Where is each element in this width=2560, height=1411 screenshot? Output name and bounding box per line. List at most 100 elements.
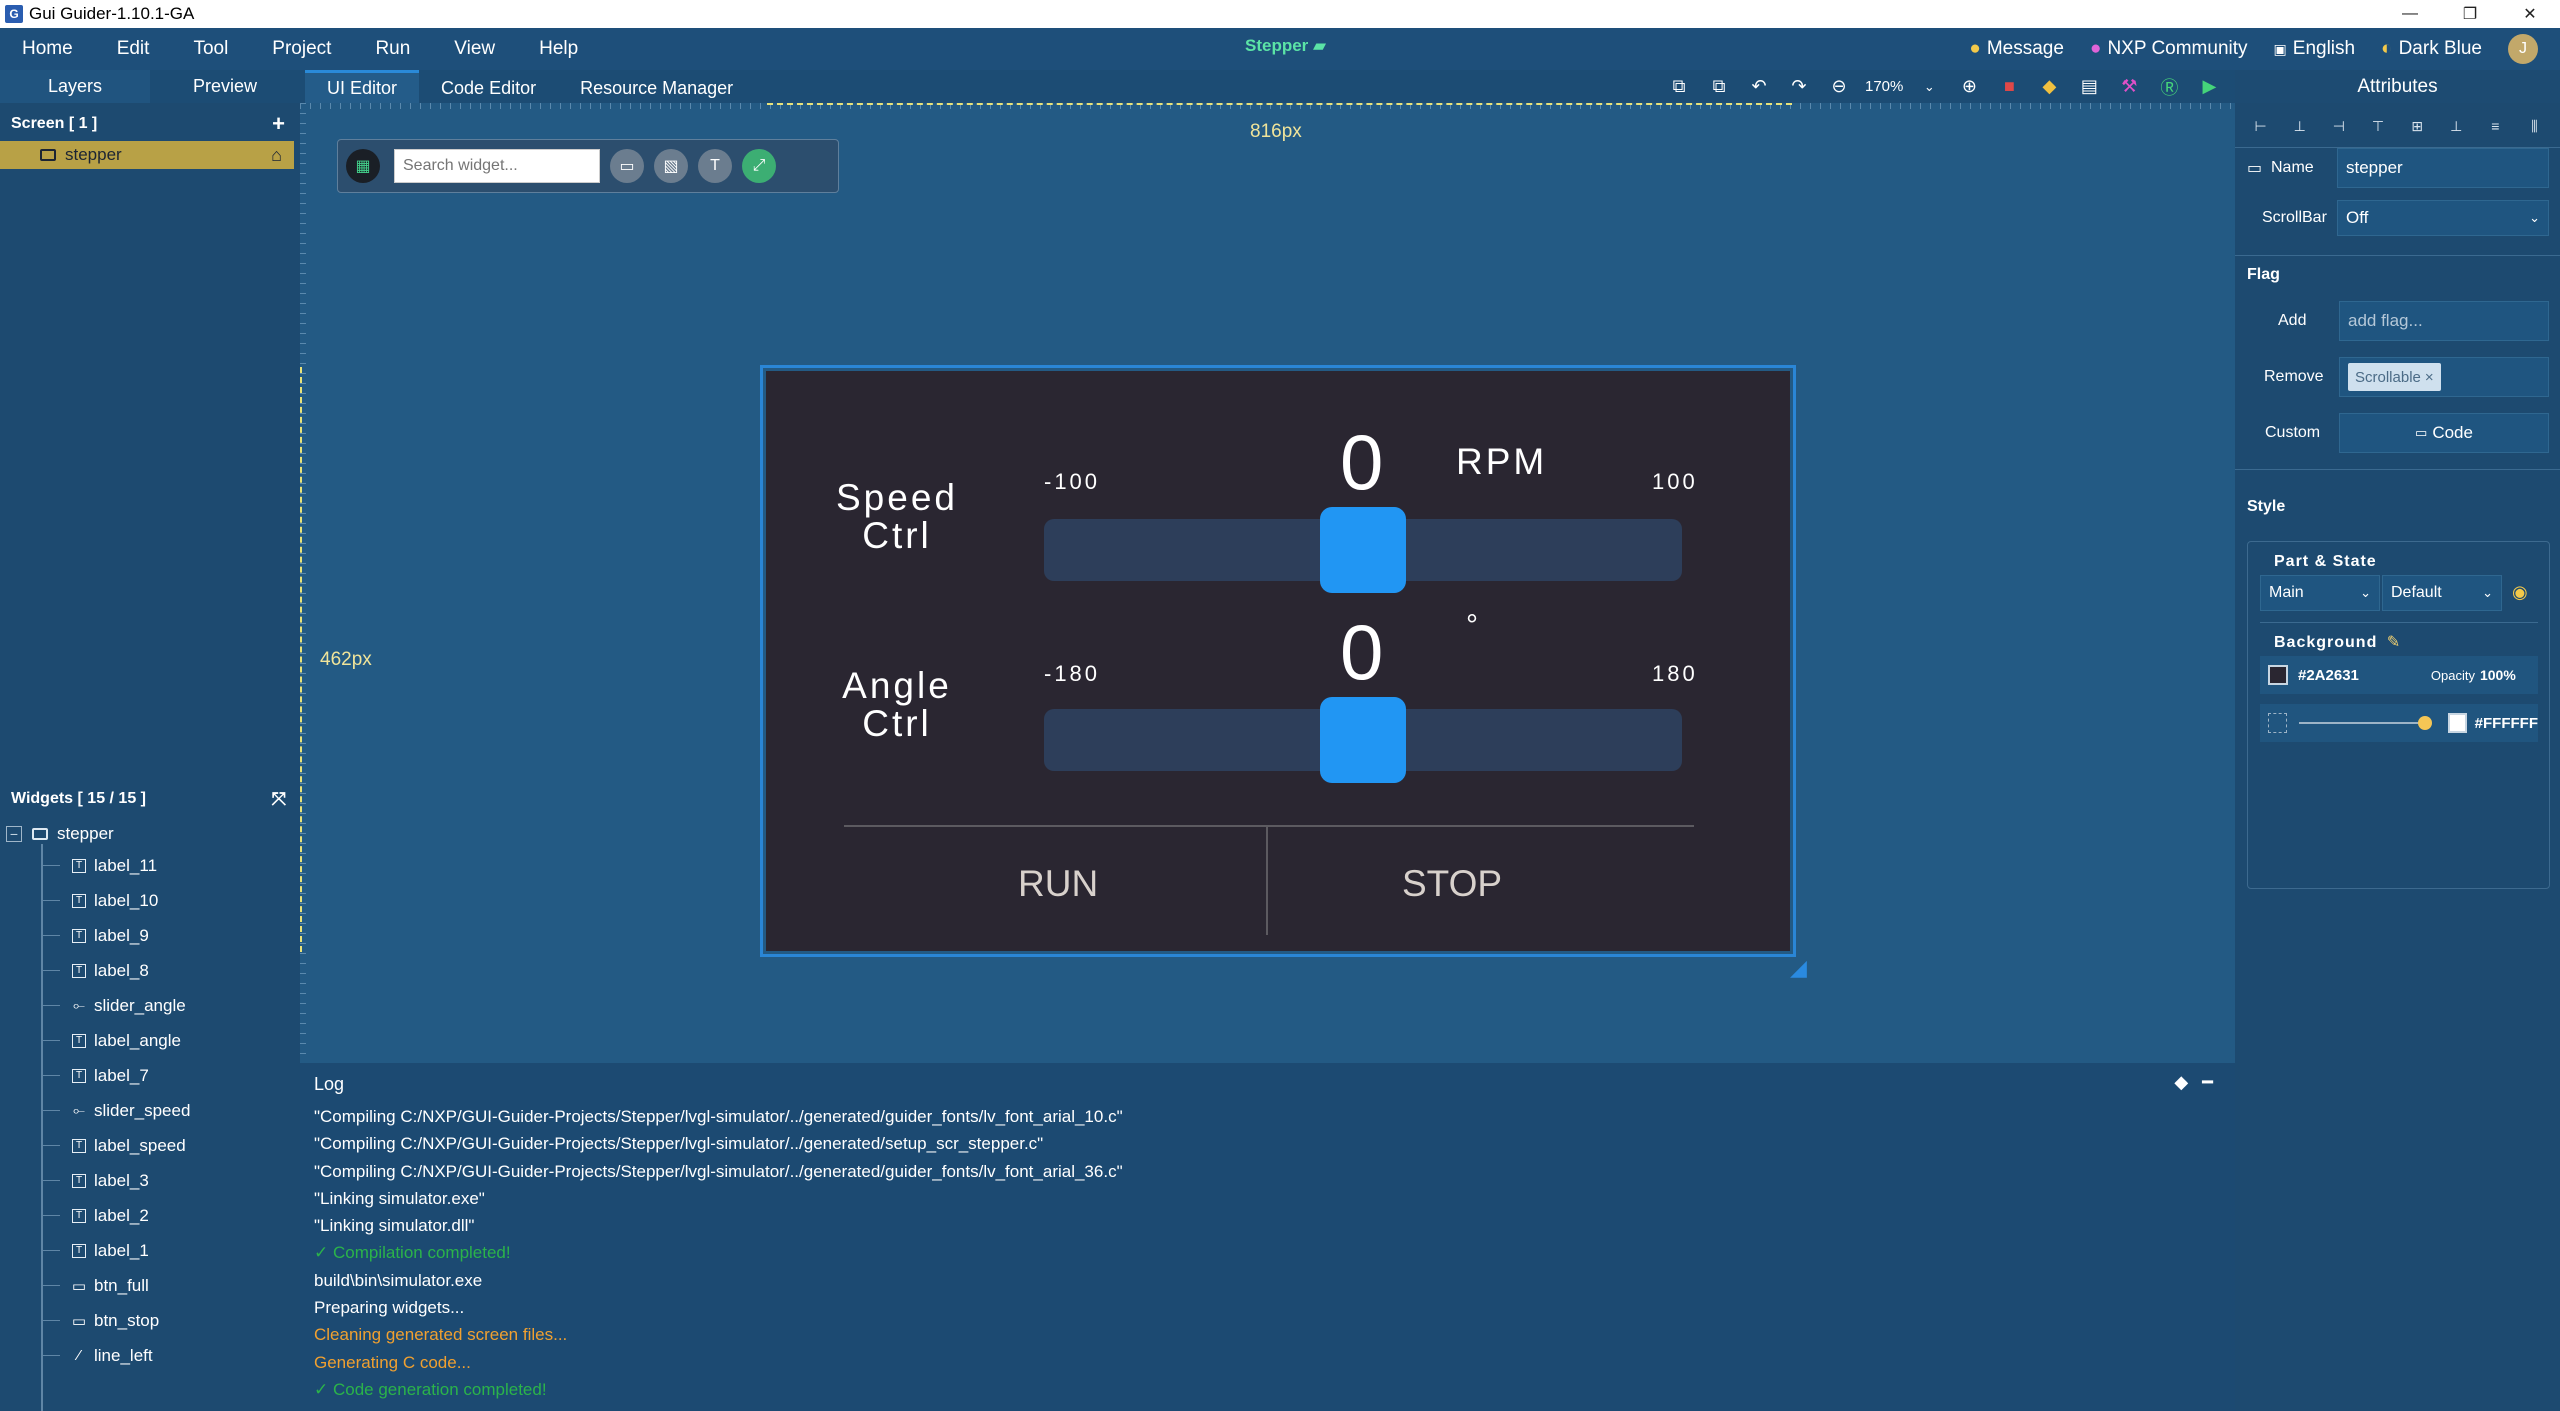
send-back-icon[interactable]: ⧉ (1705, 73, 1733, 101)
tree-item-label_1[interactable]: Tlabel_1 (0, 1233, 300, 1268)
home-icon[interactable]: ⌂ (271, 145, 282, 166)
remove-flag-input[interactable]: Scrollable × (2339, 357, 2549, 397)
build-icon[interactable]: ⚒ (2115, 73, 2143, 101)
design-canvas[interactable]: 816px 462px ▦ ▭ ▧ T ⤢ Speed Ctrl -100 0 … (300, 103, 2235, 1063)
message-button[interactable]: ● Message (1969, 38, 2064, 60)
angle-slider-knob[interactable] (1320, 697, 1406, 783)
menu-view[interactable]: View (432, 38, 517, 60)
tree-item-label_7[interactable]: Tlabel_7 (0, 1058, 300, 1093)
align-left-icon[interactable]: ⊢ (2250, 115, 2272, 137)
clear-log-icon[interactable]: ◆ (2174, 1072, 2188, 1093)
zoom-level[interactable]: 170% (1865, 78, 1903, 95)
collapse-icon[interactable]: ⤧ (272, 789, 286, 810)
search-widget-input[interactable] (394, 149, 600, 183)
minimize-log-icon[interactable]: ━ (2202, 1072, 2213, 1093)
menu-edit[interactable]: Edit (95, 38, 172, 60)
align-center-h-icon[interactable]: ⊥ (2289, 115, 2311, 137)
distribute-v-icon[interactable]: ⫼ (2523, 115, 2545, 137)
menu-help[interactable]: Help (517, 38, 600, 60)
tab-code-editor[interactable]: Code Editor (419, 70, 558, 103)
stop-button[interactable]: STOP (1402, 863, 1502, 905)
widgets-grid-icon[interactable]: ▦ (346, 149, 380, 183)
align-middle-icon[interactable]: ⊞ (2406, 115, 2428, 137)
close-icon[interactable]: × (2425, 369, 2434, 386)
part-select[interactable]: Main ⌄ (2260, 575, 2380, 611)
distribute-h-icon[interactable]: ≡ (2484, 115, 2506, 137)
tree-item-btn_full[interactable]: ▭btn_full (0, 1268, 300, 1303)
name-input[interactable]: stepper (2337, 148, 2549, 188)
community-button[interactable]: ● NXP Community (2090, 38, 2248, 60)
tree-item-label_9[interactable]: Tlabel_9 (0, 918, 300, 953)
flag-chip[interactable]: Scrollable × (2348, 363, 2441, 391)
minimize-button[interactable]: — (2380, 0, 2440, 28)
bring-front-icon[interactable]: ⧉ (1665, 73, 1693, 101)
tree-branch-line (42, 1250, 60, 1251)
button-widget-icon[interactable]: ▭ (610, 149, 644, 183)
tree-item-label_angle[interactable]: Tlabel_angle (0, 1023, 300, 1058)
add-flag-input[interactable]: add flag... (2339, 301, 2549, 341)
tree-item-label_11[interactable]: Tlabel_11 (0, 848, 300, 883)
language-button[interactable]: ▣ English (2274, 38, 2356, 60)
speed-slider-knob[interactable] (1320, 507, 1406, 593)
zoom-out-icon[interactable]: ⊖ (1825, 73, 1853, 101)
gradient-row[interactable]: #FFFFFF (2260, 704, 2538, 742)
tree-item-label_3[interactable]: Tlabel_3 (0, 1163, 300, 1198)
run-button[interactable]: RUN (1018, 863, 1098, 905)
gradient-slider[interactable] (2299, 722, 2430, 724)
align-bottom-icon[interactable]: ⊥ (2445, 115, 2467, 137)
eraser-icon[interactable]: ◆ (2035, 73, 2063, 101)
gradient-slider-knob[interactable] (2418, 716, 2432, 730)
redo-icon[interactable]: ↷ (1785, 73, 1813, 101)
tree-item-slider_angle[interactable]: ⟜slider_angle (0, 988, 300, 1023)
menu-tool[interactable]: Tool (171, 38, 250, 60)
resize-handle-icon[interactable]: ◢ (1790, 955, 1814, 979)
code-button[interactable]: ▭ Code (2339, 413, 2549, 453)
separator (2235, 469, 2560, 470)
tree-item-slider_speed[interactable]: ⟜slider_speed (0, 1093, 300, 1128)
scrollbar-select[interactable]: Off ⌄ (2337, 200, 2549, 236)
tree-root[interactable]: − stepper (0, 821, 300, 847)
stop-icon[interactable]: ■ (1995, 73, 2023, 101)
stepper-screen[interactable]: Speed Ctrl -100 0 RPM 100 Angle Ctrl -18… (766, 371, 1790, 951)
undo-icon[interactable]: ↶ (1745, 73, 1773, 101)
tab-preview[interactable]: Preview (150, 70, 300, 103)
image-widget-icon[interactable]: ▧ (654, 149, 688, 183)
tree-item-label_speed[interactable]: Tlabel_speed (0, 1128, 300, 1163)
maximize-button[interactable]: ❐ (2440, 0, 2500, 28)
tree-item-btn_stop[interactable]: ▭btn_stop (0, 1303, 300, 1338)
opacity-value[interactable]: 100% (2480, 667, 2516, 683)
window-title: Gui Guider-1.10.1-GA (29, 4, 194, 24)
fullscreen-icon[interactable]: ⤢ (742, 149, 776, 183)
theme-button[interactable]: ◐ Dark Blue (2381, 38, 2482, 60)
screen-item-stepper[interactable]: stepper ⌂ (0, 141, 294, 169)
tree-item-line_left[interactable]: ⁄line_left (0, 1338, 300, 1373)
grad-color-swatch[interactable] (2448, 713, 2467, 733)
menu-run[interactable]: Run (353, 38, 432, 60)
align-right-icon[interactable]: ⊣ (2328, 115, 2350, 137)
add-screen-icon[interactable]: + (272, 111, 285, 137)
tree-item-label_2[interactable]: Tlabel_2 (0, 1198, 300, 1233)
tab-ui-editor[interactable]: UI Editor (305, 70, 419, 103)
align-top-icon[interactable]: ⊤ (2367, 115, 2389, 137)
gradient-icon[interactable] (2268, 713, 2287, 733)
chevron-down-icon[interactable]: ⌄ (1915, 73, 1943, 101)
play-icon[interactable]: ▶ (2195, 73, 2223, 101)
bg-color-swatch[interactable] (2268, 665, 2288, 685)
collapse-node-icon[interactable]: − (6, 826, 22, 842)
run-r-icon[interactable]: Ⓡ (2155, 73, 2183, 101)
tree-item-label_10[interactable]: Tlabel_10 (0, 883, 300, 918)
export-icon[interactable]: ▤ (2075, 73, 2103, 101)
zoom-in-icon[interactable]: ⊕ (1955, 73, 1983, 101)
avatar[interactable]: J (2508, 34, 2538, 64)
state-select[interactable]: Default ⌄ (2382, 575, 2502, 611)
screen-item-label: stepper (65, 145, 122, 165)
tab-resource-manager[interactable]: Resource Manager (558, 70, 755, 103)
bg-color-row[interactable]: #2A2631 Opacity 100% (2260, 656, 2538, 694)
tree-item-label_8[interactable]: Tlabel_8 (0, 953, 300, 988)
menu-project[interactable]: Project (250, 38, 353, 60)
eye-icon[interactable]: ◉ (2512, 582, 2528, 603)
tab-layers[interactable]: Layers (0, 70, 150, 103)
menu-home[interactable]: Home (0, 38, 95, 60)
label-widget-icon[interactable]: T (698, 149, 732, 183)
close-button[interactable]: ✕ (2500, 0, 2560, 28)
